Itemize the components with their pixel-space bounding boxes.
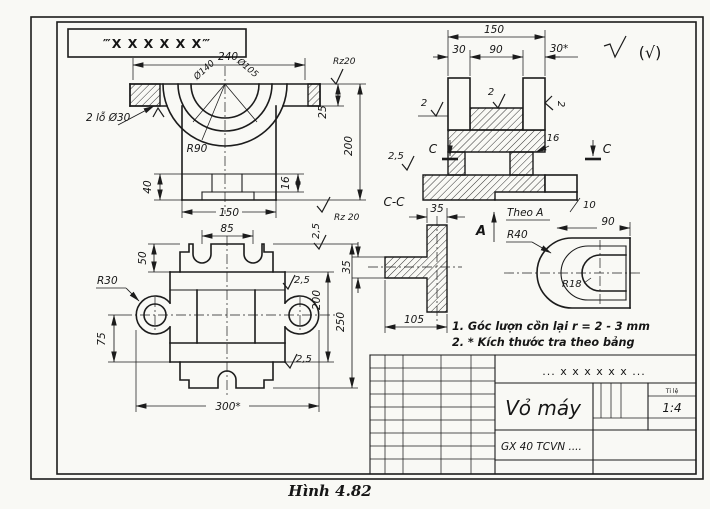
- dim-90-detail: 90: [601, 216, 615, 228]
- part-name: Vỏ máy: [505, 396, 582, 420]
- finish-note: (√): [639, 43, 662, 62]
- front-view: 240 Ø140 Ø105 R90 2 lỗ Ø30 25 200 40 16 …: [86, 51, 366, 223]
- dim-200-front: 200: [343, 136, 355, 156]
- detail-view-a: A Theo A R40 R18 90: [475, 207, 640, 309]
- dim-30-right: 30*: [550, 43, 569, 55]
- section-tab: [544, 174, 578, 193]
- roughness-25-section: 2,5: [388, 151, 404, 162]
- flange-hatch-left: [129, 83, 161, 107]
- roughness-check-flange-icon: [152, 106, 165, 118]
- dim-16-section: 16: [547, 133, 560, 144]
- roughness-check-bottom-icon: [316, 196, 331, 214]
- dim-35-top: 35: [430, 203, 444, 215]
- dim-85: 85: [220, 223, 234, 235]
- finish-check-icon: [603, 35, 627, 59]
- roughness-check-plan-top-icon: [313, 234, 327, 251]
- section-base-hatch: [422, 174, 546, 201]
- sheet-edge: [30, 16, 704, 480]
- dim-35-side: 35: [341, 260, 353, 274]
- cut-label-c-right: C: [603, 142, 612, 156]
- roughness-check-sec-top-icon: [492, 93, 506, 110]
- note-line-1: 1. Góc lượn cò̀n lại r = 2 - 3 mm: [452, 320, 650, 333]
- lug-right: [283, 295, 320, 335]
- radius-r40: R40: [507, 229, 528, 241]
- note-line-2: 2. * Kích thước tra theo bảng: [452, 336, 634, 349]
- sheet-frame: ‴X X X X X X‴ (√): [30, 16, 704, 480]
- radius-r30: R30: [97, 275, 118, 287]
- section-web-hatch: [469, 107, 524, 131]
- figure-caption: Hình 4.82: [287, 482, 371, 500]
- stamp-box: [67, 28, 247, 58]
- plan-top-block: [179, 243, 274, 273]
- cut-label-c-left: C: [429, 142, 438, 156]
- section-cc-view: C-C 35 35 105: [341, 195, 465, 333]
- dia-105: Ø105: [234, 55, 261, 80]
- dim-250: 250: [335, 312, 347, 332]
- dia-140: Ø140: [191, 58, 217, 83]
- roughness-check-sec-right-icon: [544, 95, 554, 111]
- section-left-col-hatch: [447, 151, 466, 176]
- bore-arc-inner: [190, 83, 260, 119]
- roughness-check-top-icon: [330, 68, 344, 86]
- section-view: 150 30 90 30* 16 C C 2 2 2 2,5: [388, 24, 612, 213]
- view-arrow-a-label: A: [475, 224, 486, 239]
- radius-r90: R90: [187, 143, 208, 155]
- dim-150-section: 150: [484, 24, 504, 36]
- inner-frame: [56, 21, 697, 475]
- roughness-2-right: 2: [555, 101, 566, 107]
- dim-240: 240: [218, 51, 238, 63]
- dim-300: 300*: [215, 401, 240, 413]
- roughness-check-sec-left-icon: [430, 101, 444, 118]
- holes-note: 2 lỗ Ø30: [86, 111, 131, 124]
- plan-bottom-block: [179, 361, 274, 389]
- dim-10: 10: [583, 200, 596, 211]
- material-label: GX 40 TCVN ....: [501, 441, 582, 453]
- roughness-check-plan-bot-icon: [284, 353, 298, 370]
- radius-r18: R18: [562, 279, 582, 290]
- cc-hatch: [384, 224, 448, 313]
- roughness-25-plan-bot: 2,5: [296, 354, 312, 365]
- roughness-25-plan-top: 2,5: [311, 223, 322, 239]
- title-block: ... x x x x x x ... Vỏ máy GX 40 TCVN ..…: [369, 354, 697, 475]
- title-header: ... x x x x x x ...: [542, 365, 646, 378]
- dim-30-left: 30: [452, 44, 466, 56]
- roughness-check-plan-mid-icon: [282, 274, 296, 291]
- detail-outer-profile: [536, 237, 631, 309]
- scale-value: 1:4: [662, 401, 681, 415]
- dim-200-plan: 200: [311, 290, 323, 310]
- dim-50: 50: [137, 251, 149, 265]
- dim-40: 40: [142, 180, 154, 194]
- plan-view: 85 50 75 R30 200 250 300* 2,5 2,5 2,5: [96, 223, 358, 413]
- dim-90-section: 90: [489, 44, 503, 56]
- detail-title: Theo A: [507, 207, 543, 219]
- section-right-col-hatch: [509, 151, 534, 176]
- section-wall-left: [447, 77, 471, 131]
- bore-arc-mid: [177, 83, 273, 132]
- dim-25: 25: [317, 105, 329, 119]
- rz20-bottom: Rz 20: [334, 213, 360, 223]
- roughness-2-top: 2: [488, 87, 494, 98]
- rz20-top: Rz20: [333, 57, 356, 67]
- scale-label: Tỉ lệ: [665, 388, 679, 395]
- roughness-25-plan-mid: 2,5: [294, 275, 310, 286]
- flange-hatch-right: [307, 83, 321, 107]
- section-band-hatch: [447, 129, 546, 153]
- sheet-stamp: ‴X X X X X X‴: [103, 36, 211, 51]
- roughness-check-sec-base-icon: [401, 155, 415, 172]
- roughness-2-left: 2: [421, 98, 427, 109]
- section-cc-label: C-C: [383, 195, 405, 209]
- dim-16-front: 16: [280, 176, 292, 190]
- dim-105: 105: [404, 314, 424, 326]
- dim-75: 75: [96, 332, 108, 346]
- notes: 1. Góc lượn cò̀n lại r = 2 - 3 mm 2. * K…: [452, 320, 650, 349]
- section-wall-right: [522, 77, 546, 131]
- dim-150-front: 150: [219, 207, 239, 219]
